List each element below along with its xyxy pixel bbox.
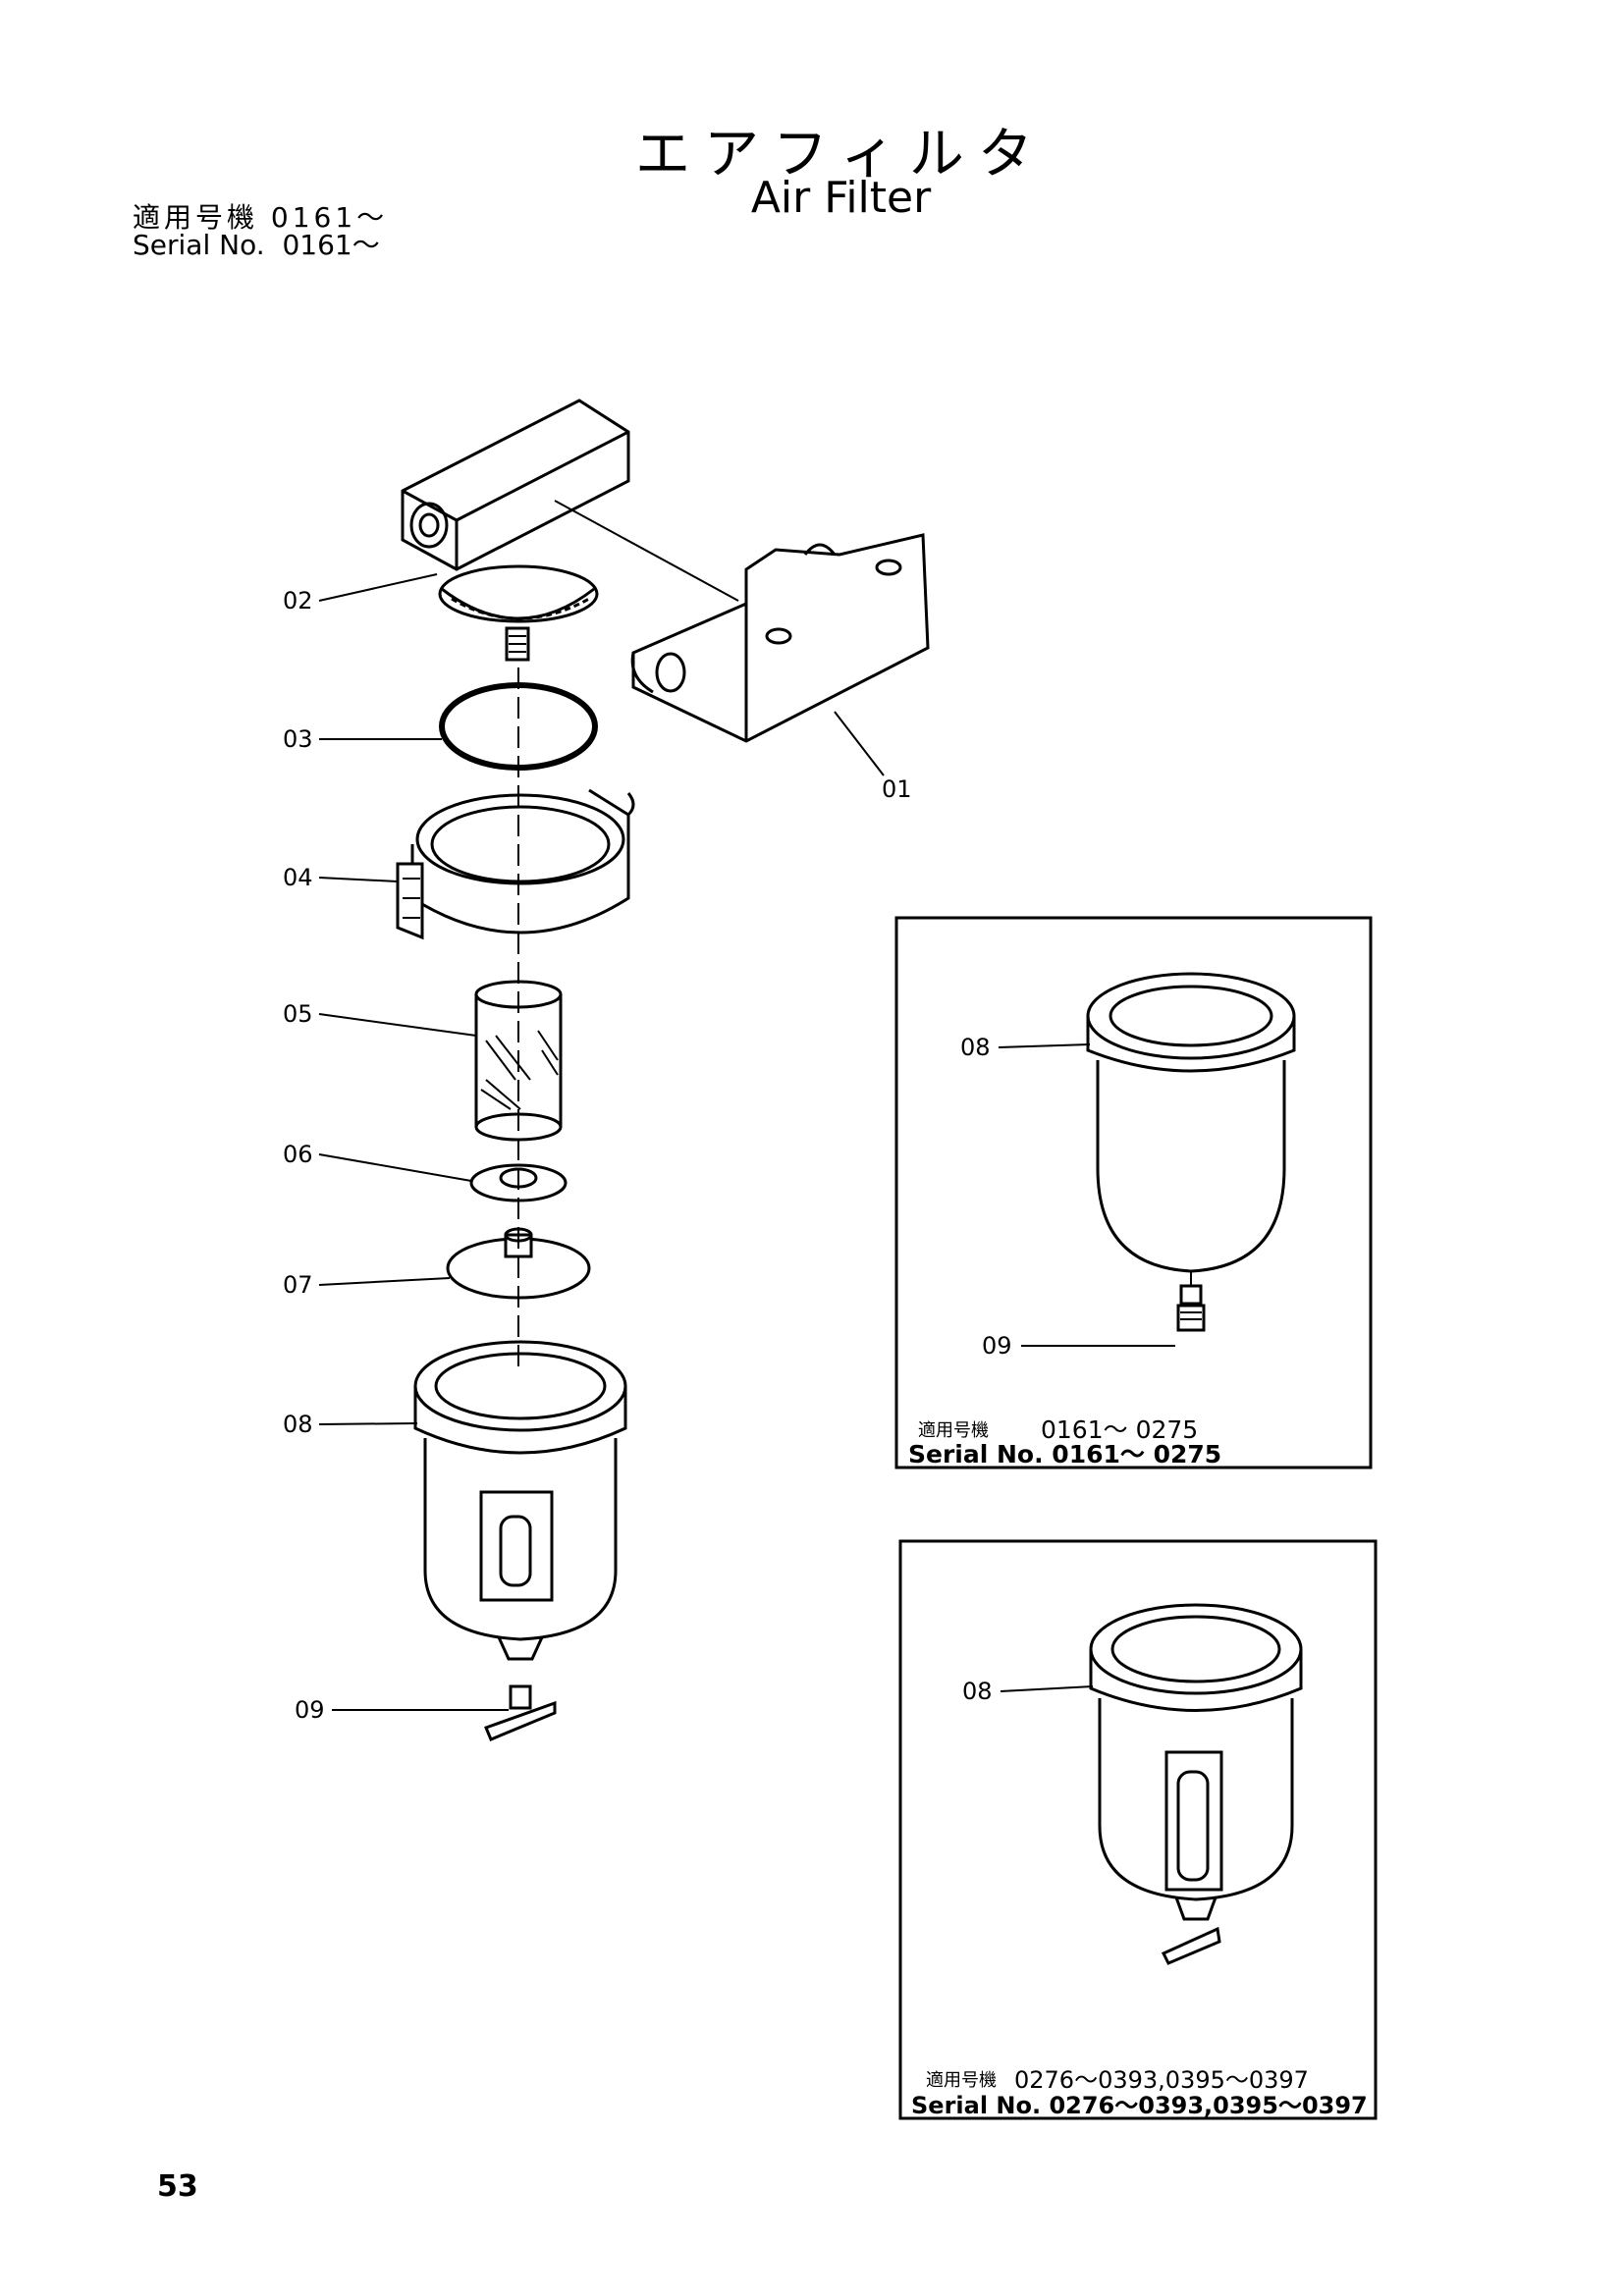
inset-2-serial-en: Serial No. 0276～0393,0395～0397: [911, 2092, 1368, 2119]
inset-1-label-08: 08: [960, 1034, 991, 1061]
label-05: 05: [283, 1000, 313, 1028]
label-06: 06: [283, 1141, 313, 1168]
inset-2-label-08: 08: [962, 1678, 993, 1705]
serial-en: Serial No. 0161～: [133, 232, 380, 259]
inset-2-serial-jp-value: 0276～0393,0395～0397: [1014, 2066, 1309, 2094]
page-title-jp: エアフィルタ: [635, 123, 1047, 187]
page-title-en: Air Filter: [750, 173, 932, 223]
part-08-bowl: [413, 1340, 627, 1661]
serial-en-label: Serial No.: [133, 229, 265, 261]
label-01: 01: [882, 775, 912, 803]
part-02-filter-head: [401, 399, 630, 662]
inset-1-serial-jp: 適用号機: [918, 1420, 989, 1441]
inset-2-frame: [898, 1539, 1378, 2120]
serial-jp-value: 0161～: [270, 201, 389, 234]
inset-1-serial-jp-value: 0161～ 0275: [1041, 1415, 1198, 1444]
inset-1-serial-en: Serial No. 0161～ 0275: [908, 1440, 1221, 1468]
serial-jp: 適用号機 0161～: [133, 204, 388, 232]
label-04: 04: [283, 864, 313, 891]
label-08: 08: [283, 1411, 313, 1438]
label-03: 03: [283, 725, 313, 753]
inset-2-serial-jp: 適用号機: [926, 2070, 997, 2091]
label-07: 07: [283, 1271, 313, 1299]
inset-2-bowl: [1089, 1603, 1303, 1965]
serial-jp-label: 適用号機: [133, 201, 259, 234]
part-04-clamp: [396, 788, 635, 940]
part-01-bracket: [554, 500, 930, 743]
serial-en-value: 0161～: [282, 229, 380, 261]
inset-1-label-09: 09: [982, 1332, 1012, 1360]
inset-1-bowl: [1086, 972, 1296, 1332]
inset-1-frame: [894, 916, 1373, 1469]
label-09: 09: [295, 1696, 325, 1724]
page-number: 53: [157, 2169, 198, 2204]
part-09-drain-cock: [484, 1684, 557, 1741]
label-02: 02: [283, 587, 313, 614]
